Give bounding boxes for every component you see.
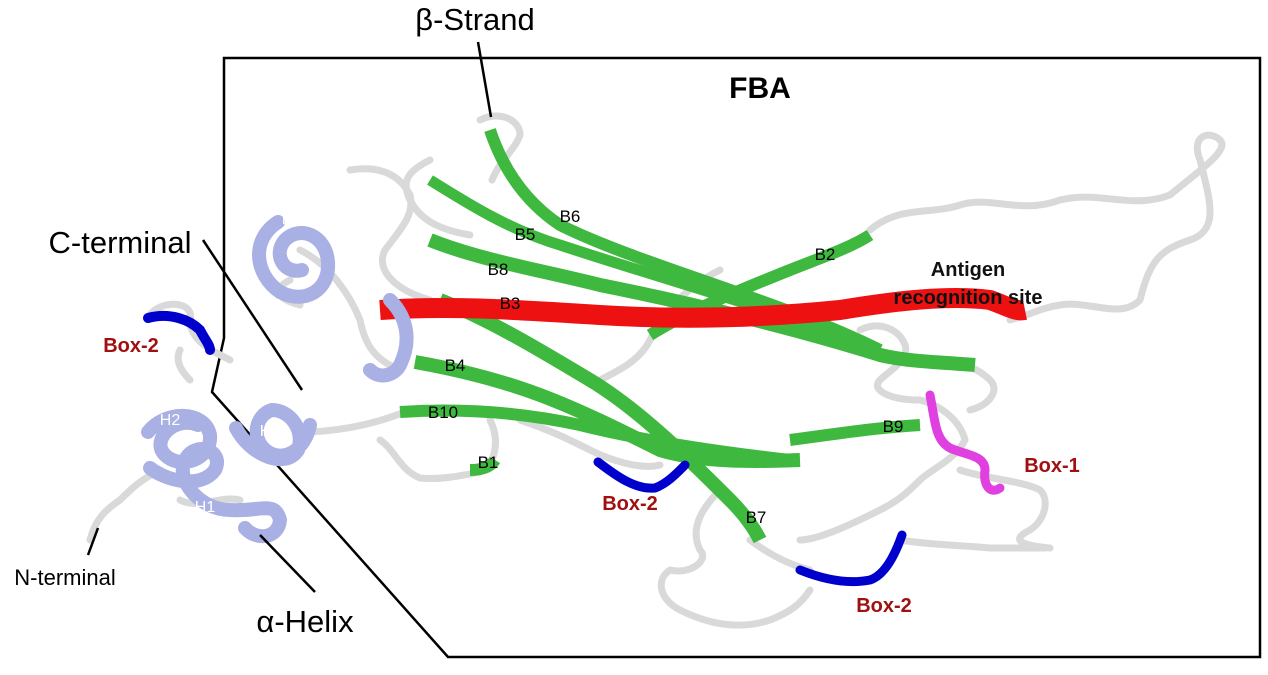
box2-center-segment (593, 457, 690, 493)
strand-label-b10: B10 (428, 403, 458, 422)
box2-bottom-label: Box-2 (856, 595, 912, 617)
box2-left-segment (143, 310, 215, 355)
helix-h2 (141, 408, 217, 470)
strand-b9 (789, 419, 921, 446)
strand-label-b7: B7 (746, 508, 767, 527)
strand-label-b6: B6 (560, 207, 581, 226)
strand-b1 (469, 456, 501, 476)
helix-h4 (252, 215, 336, 304)
beta-strand-leader (476, 41, 493, 118)
box2-center-label: Box-2 (602, 493, 658, 515)
n-terminal-callout: N-terminal (14, 565, 115, 590)
labels: FBA β-Strand C-terminal N-terminal α-Hel… (14, 2, 1080, 639)
strand-label-b9: B9 (883, 417, 904, 436)
box1-label: Box-1 (1024, 455, 1080, 477)
alpha-helices (141, 215, 414, 544)
strand-label-b1: B1 (478, 453, 499, 472)
alpha-helix-callout: α-Helix (256, 604, 354, 639)
motif-segments (143, 310, 1005, 587)
helix-label-h4: H4 (282, 211, 303, 228)
helix-label-h2: H2 (160, 412, 181, 429)
domain-title: FBA (729, 72, 791, 105)
strand-b4 (413, 355, 801, 468)
helix-label-h1: H1 (195, 499, 216, 516)
alpha-helix-leader (259, 534, 316, 593)
c-terminal-callout: C-terminal (49, 225, 192, 260)
box1-segment (925, 390, 1005, 495)
strand-b10 (399, 404, 791, 466)
fba-domain-frame (210, 56, 1262, 659)
strand-label-b8: B8 (488, 260, 509, 279)
callout-lines (86, 41, 493, 593)
helix-h3 (229, 402, 317, 467)
antigen-site-label-line1: Antigen (931, 259, 1005, 281)
c-terminal-leader (201, 239, 304, 391)
beta-strands (399, 128, 976, 544)
helix-label-h3: H3 (260, 423, 281, 440)
helix-h1 (143, 442, 288, 544)
helix-h3b (363, 293, 414, 383)
box2-left-label: Box-2 (103, 335, 159, 357)
strand-label-b3: B3 (500, 294, 521, 313)
strand-label-b2: B2 (815, 245, 836, 264)
antigen-recognition-strand (379, 288, 1027, 328)
coil-loops (86, 112, 1226, 629)
n-terminal-leader (86, 527, 100, 556)
beta-strand-callout: β-Strand (415, 2, 535, 37)
strand-b7 (437, 293, 767, 544)
strand-label-b4: B4 (445, 356, 466, 375)
antigen-site-label-line2: recognition site (894, 287, 1043, 309)
box2-bottom-segment (795, 530, 907, 587)
strand-label-b5: B5 (515, 225, 536, 244)
